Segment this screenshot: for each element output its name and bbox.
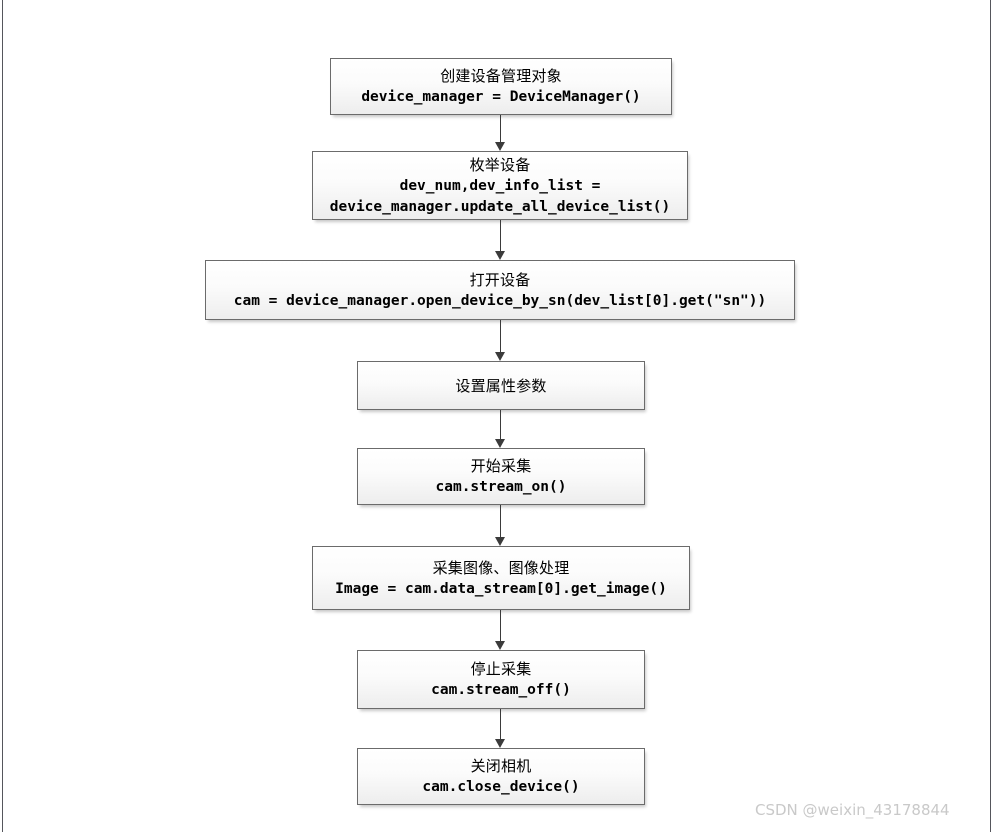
flow-node-title: 设置属性参数 — [455, 376, 547, 395]
flow-arrow-enumerate-devices-to-open-device — [493, 220, 507, 260]
flow-arrow-set-properties-to-start-acquisition — [493, 410, 507, 448]
flow-node-code: Image = cam.data_stream[0].get_image() — [335, 580, 667, 597]
arrow-head-icon — [495, 537, 505, 546]
arrow-shaft — [499, 410, 501, 440]
flow-node-title: 创建设备管理对象 — [440, 67, 562, 85]
flow-arrow-start-acquisition-to-acquire-image — [493, 505, 507, 546]
flow-arrow-open-device-to-set-properties — [493, 320, 507, 361]
arrow-head-icon — [495, 352, 505, 361]
flow-node-title: 打开设备 — [469, 270, 531, 289]
arrow-head-icon — [495, 251, 505, 260]
flow-node-title: 停止采集 — [470, 660, 532, 678]
flow-node-start-acquisition: 开始采集 cam.stream_on() — [357, 448, 645, 505]
arrow-head-icon — [495, 641, 505, 650]
flow-node-enumerate-devices: 枚举设备 dev_num,dev_info_list = device_manage… — [312, 151, 688, 220]
flow-node-create-device-manager: 创建设备管理对象 device_manager = DeviceManager() — [330, 58, 672, 115]
flow-node-title: 开始采集 — [470, 457, 532, 475]
flow-node-code: cam.stream_on() — [435, 479, 567, 495]
flow-arrow-stop-acquisition-to-close-camera — [493, 709, 507, 748]
flow-node-code: device_manager = DeviceManager() — [361, 89, 641, 105]
flow-node-title: 枚举设备 — [469, 155, 531, 174]
csdn-watermark: CSDN @weixin_43178844 — [755, 801, 950, 819]
arrow-head-icon — [495, 739, 505, 748]
flow-node-code: cam.close_device() — [422, 779, 580, 795]
flow-node-title: 关闭相机 — [470, 757, 532, 775]
flow-arrow-acquire-image-to-stop-acquisition — [493, 610, 507, 650]
flow-arrow-create-device-manager-to-enumerate-devices — [493, 115, 507, 151]
arrow-shaft — [499, 505, 501, 538]
page-right-rule — [990, 0, 991, 832]
arrow-head-icon — [495, 142, 505, 151]
flow-node-stop-acquisition: 停止采集 cam.stream_off() — [357, 650, 645, 709]
flow-node-set-properties: 设置属性参数 — [357, 361, 645, 410]
arrow-shaft — [499, 610, 501, 642]
page-left-rule — [2, 0, 3, 832]
flow-node-open-device: 打开设备 cam = device_manager.open_device_by_… — [205, 260, 795, 320]
flow-node-acquire-image: 采集图像、图像处理 Image = cam.data_stream[0].get_… — [312, 546, 690, 610]
flow-node-close-camera: 关闭相机 cam.close_device() — [357, 748, 645, 805]
arrow-shaft — [499, 320, 501, 353]
arrow-shaft — [499, 220, 501, 252]
arrow-shaft — [499, 115, 501, 143]
flow-node-code: dev_num,dev_info_list = — [399, 177, 601, 194]
arrow-shaft — [499, 709, 501, 740]
flow-node-code: cam.stream_off() — [431, 682, 571, 698]
flow-node-code: cam = device_manager.open_device_by_sn(d… — [233, 292, 767, 309]
flow-node-code-line2: device_manager.update_all_device_list() — [329, 198, 671, 215]
flow-node-title: 采集图像、图像处理 — [432, 558, 570, 577]
arrow-head-icon — [495, 439, 505, 448]
